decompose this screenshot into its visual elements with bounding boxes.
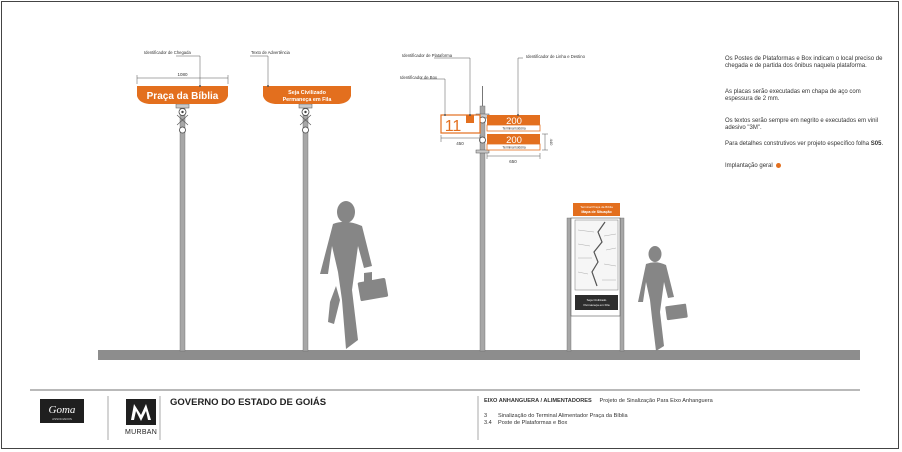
- project-title-line: EIXO ANHANGUERA / ALIMENTADORES Projeto …: [484, 398, 713, 404]
- sheet-item-2-number: 3.4: [484, 420, 492, 426]
- person-silhouette-small: [638, 246, 688, 351]
- project-title: EIXO ANHANGUERA / ALIMENTADORES: [484, 398, 592, 404]
- line-id-label-text: Identificador de Linha e Destino: [526, 54, 586, 59]
- note-paragraph-2: As placas serão executadas em chapa de a…: [725, 89, 861, 103]
- box-id-label: Identificador de Box: [400, 75, 438, 80]
- map-totem: Terminal Praça da Bíblia Mapa de Situaçã…: [566, 203, 625, 352]
- line-width-dim: 650: [509, 159, 517, 164]
- destination-text-1: Terminal Isidória: [502, 127, 525, 131]
- arrival-id-label: Identificador de Chegada: [144, 50, 191, 55]
- arrival-post: Praça da Bíblia 1080 Identificador de Ch…: [136, 50, 229, 352]
- person-silhouette-large: [320, 201, 389, 349]
- totem-line1-text: Terminal Praça da Bíblia: [580, 205, 613, 209]
- note-paragraph-4-prefix: Para detalhes construtivos ver projeto e…: [725, 141, 871, 147]
- sheet-item-2-text: Poste de Plataformas e Box: [498, 420, 568, 426]
- note-sheet-ref: S05: [870, 141, 882, 147]
- line-id-sign-2: [487, 134, 540, 144]
- platform-post: 11 450 200 Terminal Isidória 200 Termina…: [400, 53, 586, 352]
- totem-line2-text: Mapa de Situação: [581, 210, 612, 214]
- government-title: GOVERNO DO ESTADO DE GOIÁS: [170, 397, 327, 408]
- totem-footer1-text: Seja Civilizado: [587, 298, 607, 302]
- ground-line: [98, 350, 860, 360]
- goma-logo: Goma ASSOCIADOS: [40, 399, 84, 423]
- note-paragraph-4: Para detalhes construtivos ver projeto e…: [725, 141, 885, 148]
- sheet-item-1-text: Sinalização do Terminal Alimentador Praç…: [498, 413, 628, 419]
- boarding-notice-label: Texto de Advertência: [251, 50, 291, 55]
- sheet-item-1-number: 3: [484, 413, 488, 419]
- box-number-text: 11: [445, 118, 462, 135]
- legend-dot-icon: [775, 163, 781, 168]
- platform-id-label: Identificador de Plataforma: [402, 53, 453, 58]
- note-paragraph-1: Os Postes de Plataformas e Box indicam o…: [725, 56, 883, 70]
- platform-id-marker: [466, 115, 474, 123]
- totem-footer2-text: Permaneça em Fila: [583, 303, 609, 307]
- line-number-text-1: 200: [506, 116, 522, 127]
- project-description: Projeto de Sinalização Para Eixo Anhangu…: [599, 398, 713, 404]
- sheet-items: 3 Sinalização do Terminal Alimentador Pra…: [484, 413, 628, 427]
- situation-map: [574, 219, 619, 291]
- murban-logo: [126, 399, 156, 425]
- box-width-dim: 450: [456, 141, 464, 146]
- boarding-notice-sign: [263, 86, 351, 104]
- legend-label: Implantação geral: [725, 163, 773, 170]
- totem-footer: [575, 295, 618, 310]
- sheet-item-1: 3 Sinalização do Terminal Alimentador Pra…: [484, 413, 628, 420]
- arrival-width-dim: 1080: [177, 72, 188, 77]
- notice-line1-text: Seja Civilizado: [288, 90, 326, 96]
- note-paragraph-4-suffix: .: [881, 141, 884, 147]
- murban-wordmark: MURBAN: [125, 429, 158, 436]
- notice-line2-text: Permaneça em Fila: [283, 97, 333, 103]
- notice-post: Seja Civilizado Permaneça em Fila Texto …: [250, 50, 351, 352]
- goma-logo-subtext: ASSOCIADOS: [52, 417, 72, 421]
- line-number-text-2: 200: [506, 135, 522, 146]
- totem-header: [573, 203, 620, 216]
- goma-logo-text: Goma: [49, 404, 76, 416]
- line-id-sign-1: [487, 115, 540, 125]
- sheet-item-2: 3.4 Poste de Plataformas e Box: [484, 420, 628, 427]
- legend-item: Implantação geral: [725, 163, 885, 170]
- note-paragraph-3: Os textos serão sempre em negrito e exec…: [725, 118, 879, 132]
- station-name-sign: [137, 86, 228, 104]
- line-height-dim: 440: [549, 139, 554, 146]
- station-name-text: Praça da Bíblia: [147, 91, 219, 102]
- line-id-label: Identificador de Linha e Destino: [526, 54, 586, 59]
- destination-text-2: Terminal Isidória: [502, 146, 525, 150]
